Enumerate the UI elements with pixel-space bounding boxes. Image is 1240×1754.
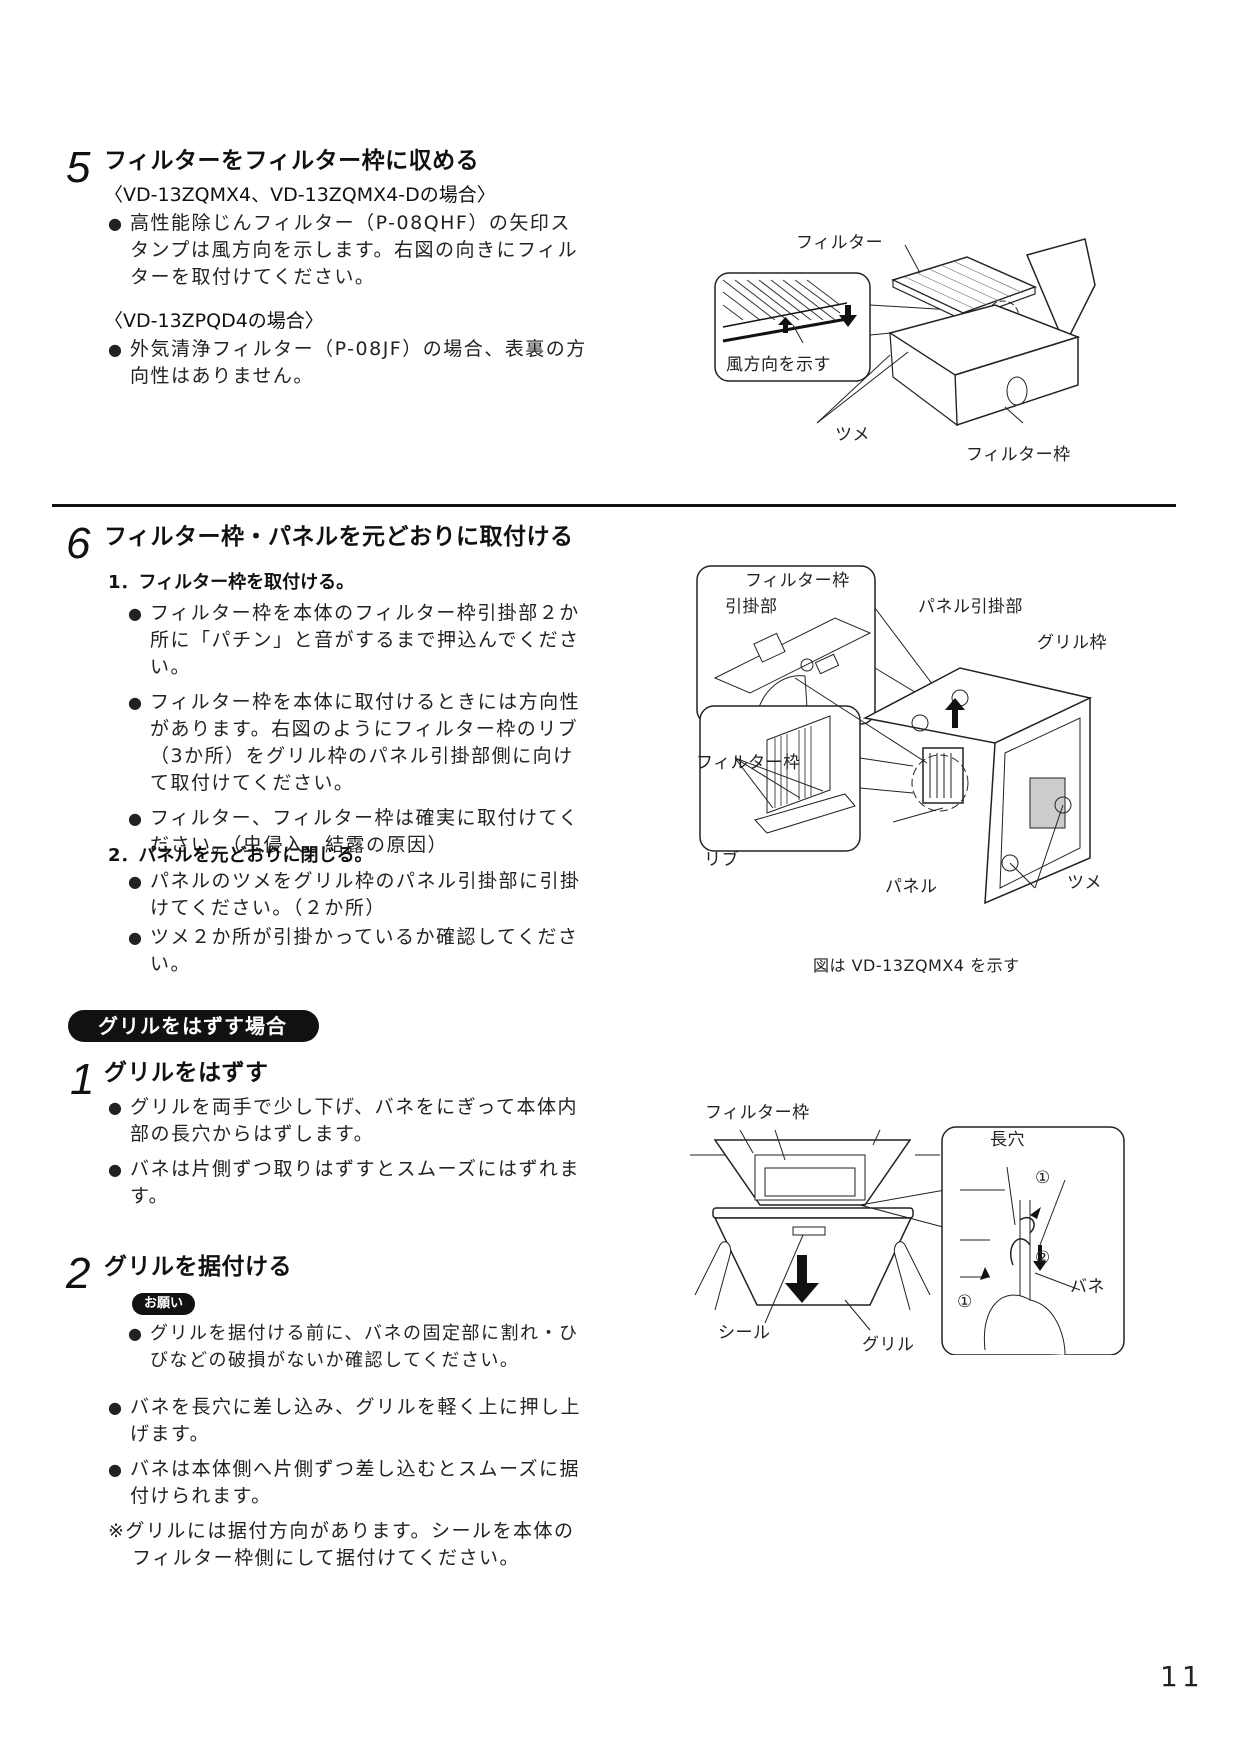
step-6-title: フィルター枠・パネルを元どおりに取付ける	[104, 524, 574, 550]
label-rib: リブ	[704, 850, 739, 870]
section-divider	[52, 504, 1176, 507]
step-5-case1-text: ●高性能除じんフィルター（P-08QHF）の矢印スタンプは風方向を示します。右図…	[108, 210, 588, 299]
label-filter-frame: フィルター枠	[966, 445, 1071, 465]
bullet-dot-icon: ●	[128, 809, 144, 828]
bullet-item: ●グリルを据付ける前に、バネの固定部に割れ・ひびなどの破損がないか確認してくださ…	[128, 1320, 590, 1374]
label-grille-frame: グリル枠	[1037, 633, 1107, 653]
filter-box-illustration	[714, 238, 1096, 427]
label-seal: シール	[718, 1323, 771, 1343]
step-6-sub2-text: ●パネルのツメをグリル枠のパネル引掛部に引掛けてください。（２か所） ●ツメ２か…	[128, 868, 598, 986]
label-panel: パネル	[885, 877, 938, 897]
label-filter: フィルター	[796, 233, 884, 253]
bullet-dot-icon: ●	[128, 928, 144, 947]
bullet-dot-icon: ●	[108, 1398, 124, 1417]
bullet-dot-icon: ●	[108, 1098, 124, 1117]
bullet-item: ●バネは片側ずつ取りはずすとスムーズにはずれます。	[108, 1158, 581, 1207]
step-5-case2-heading: 〈VD-13ZPQD4の場合〉	[104, 310, 324, 332]
marker-step1-bottom: ①	[957, 1292, 973, 1312]
label-filter-frame-top: フィルター枠	[745, 571, 850, 591]
bullet-dot-icon: ●	[108, 1160, 124, 1179]
label-claw: ツメ	[835, 425, 870, 445]
label-hook: 引掛部	[725, 597, 778, 617]
label-spring: バネ	[1070, 1277, 1105, 1297]
grille-step-2-title: グリルを据付ける	[104, 1254, 292, 1280]
step-5-title: フィルターをフィルター枠に収める	[104, 148, 480, 174]
grille-removal-illustration	[690, 1126, 1125, 1355]
step-6-sub1-heading: 1．フィルター枠を取付ける。	[108, 572, 355, 593]
figure-caption: 図は VD-13ZQMX4 を示す	[813, 956, 1020, 975]
step-5-case2-text: ●外気清浄フィルター（P-08JF）の場合、表裏の方向性はありません。	[108, 336, 588, 398]
bullet-item: ●高性能除じんフィルター（P-08QHF）の矢印スタンプは風方向を示します。右図…	[108, 212, 579, 288]
bullet-item: ●フィルター枠を本体に取付けるときには方向性があります。右図のようにフィルター枠…	[128, 691, 581, 794]
step-5-case1-heading: 〈VD-13ZQMX4、VD-13ZQMX4-Dの場合〉	[104, 184, 496, 206]
page-number: 11	[1160, 1660, 1204, 1693]
label-panel-hook: パネル引掛部	[918, 597, 1023, 617]
bullet-dot-icon: ●	[128, 693, 144, 712]
bullet-item: ●フィルター枠を本体のフィルター枠引掛部２か所に「パチン」と音がするまで押込んで…	[128, 602, 580, 678]
grille-frame-illustration	[696, 565, 1093, 905]
request-badge: お願い	[132, 1293, 196, 1315]
step-5-number: 5	[66, 143, 91, 192]
label-claw: ツメ	[1067, 873, 1102, 893]
label-filter-frame-mid: フィルター枠	[696, 753, 801, 773]
label-filter-frame: フィルター枠	[705, 1103, 810, 1123]
marker-step1-top: ①	[1035, 1168, 1051, 1188]
step-6-sub1-text: ●フィルター枠を本体のフィルター枠引掛部２か所に「パチン」と音がするまで押込んで…	[128, 600, 590, 867]
bullet-dot-icon: ●	[128, 604, 144, 623]
bullet-dot-icon: ●	[128, 872, 144, 891]
label-airflow-direction: 風方向を示す	[726, 355, 831, 375]
bullet-dot-icon: ●	[108, 214, 124, 233]
label-grille: グリル	[862, 1335, 915, 1355]
step-6-number: 6	[66, 519, 91, 568]
bullet-item: ●パネルのツメをグリル枠のパネル引掛部に引掛けてください。（２か所）	[128, 870, 581, 919]
bullet-item: ●ツメ２か所が引掛かっているか確認してください。	[128, 926, 579, 975]
bullet-item: ●外気清浄フィルター（P-08JF）の場合、表裏の方向性はありません。	[108, 338, 587, 387]
bullet-dot-icon: ●	[108, 340, 124, 359]
section-pill-remove-grille: グリルをはずす場合	[68, 1010, 319, 1042]
marker-step2: ②	[1035, 1248, 1051, 1268]
label-slot: 長穴	[990, 1130, 1025, 1150]
grille-step-1-number: 1	[70, 1055, 95, 1104]
grille-step-2-text: ●バネを長穴に差し込み、グリルを軽く上に押し上げます。 ●バネは本体側へ片側ずつ…	[108, 1394, 590, 1580]
grille-step-2-request-text: ●グリルを据付ける前に、バネの固定部に割れ・ひびなどの破損がないか確認してくださ…	[128, 1320, 590, 1382]
grille-step-1-text: ●グリルを両手で少し下げ、バネをにぎって本体内部の長穴からはずします。 ●バネは…	[108, 1094, 588, 1218]
step-6-sub2-heading: 2．パネルを元どおりに閉じる。	[108, 845, 373, 866]
bullet-item: ●フィルター、フィルター枠は確実に取付けてください。（虫侵入、結露の原因）	[128, 807, 579, 856]
grille-step-2-number: 2	[66, 1249, 91, 1298]
bullet-item: ●グリルを両手で少し下げ、バネをにぎって本体内部の長穴からはずします。	[108, 1096, 578, 1145]
bullet-dot-icon: ●	[108, 1460, 124, 1479]
bullet-dot-icon: ●	[128, 1324, 144, 1343]
grille-step-1-title: グリルをはずす	[104, 1060, 269, 1086]
bullet-item: ●バネは本体側へ片側ずつ差し込むとスムーズに据付けられます。	[108, 1458, 581, 1507]
installation-note: ※グリルには据付方向があります。シールを本体のフィルター枠側にして据付けてくださ…	[108, 1520, 575, 1569]
bullet-item: ●バネを長穴に差し込み、グリルを軽く上に押し上げます。	[108, 1396, 582, 1445]
